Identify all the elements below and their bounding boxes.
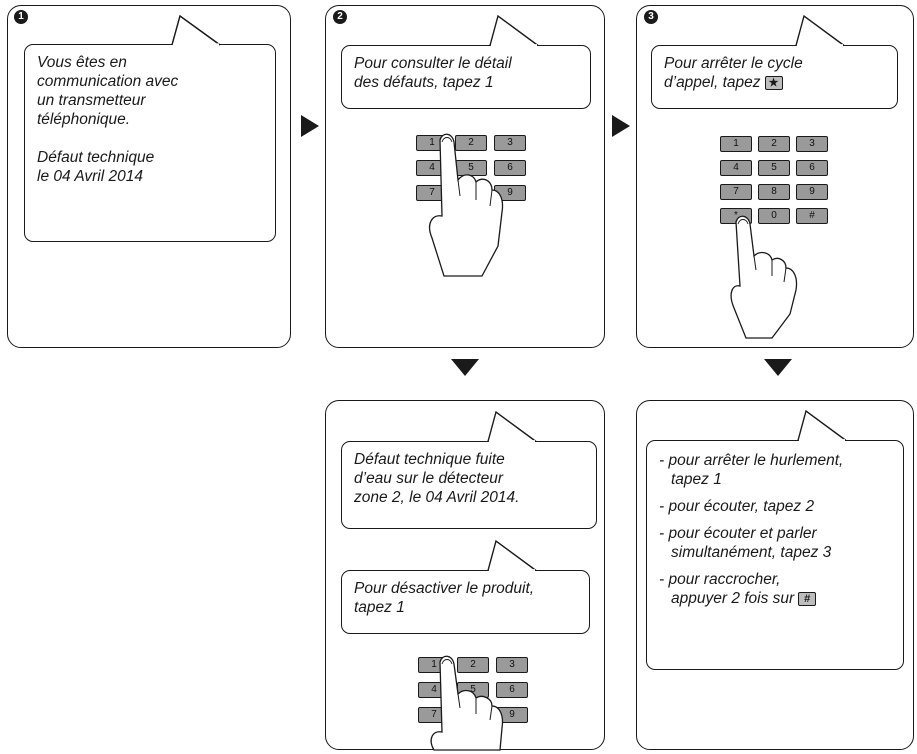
keypad-key[interactable]: 1: [720, 136, 752, 152]
pointing-hand-icon: [428, 133, 504, 277]
spacer: [659, 516, 891, 524]
hash-key-icon: #: [798, 591, 817, 606]
keypad-key[interactable]: 9: [496, 707, 528, 723]
spacer: [659, 562, 891, 570]
keypad-key[interactable]: 6: [496, 682, 528, 698]
bubble-line: des défauts, tapez 1: [354, 74, 494, 91]
pointing-hand-icon: [430, 655, 504, 751]
keypad-key[interactable]: 8: [758, 184, 790, 200]
bubble-line: Vous êtes en: [37, 54, 127, 71]
option-line-text: appuyer 2 fois sur: [671, 590, 795, 607]
bubble-line: Pour désactiver le produit,: [354, 580, 535, 597]
bubble-line: d’appel, tapez★: [664, 73, 885, 92]
keypad-key[interactable]: 7: [416, 185, 448, 201]
keypad-key[interactable]: 2: [758, 136, 790, 152]
keypad-key[interactable]: 6: [796, 160, 828, 176]
bubble-2-tail: [489, 14, 539, 47]
arrow-right-icon: [612, 115, 630, 137]
bubble-line: communication avec: [37, 73, 179, 90]
step-2-bubble: Pour consulter le détail des défauts, ta…: [341, 45, 591, 109]
keypad-key[interactable]: 9: [796, 184, 828, 200]
option-line: - pour raccrocher,: [659, 571, 781, 588]
bubble-blank-line: [37, 129, 263, 148]
bubble-line: zone 2, le 04 Avril 2014.: [354, 489, 520, 506]
keypad-key[interactable]: 6: [494, 160, 526, 176]
bubble-line: Pour consulter le détail: [354, 55, 512, 72]
step-5-bubble: - pour arrêter le hurlement, tapez 1 - p…: [646, 440, 904, 670]
arrow-down-icon: [451, 359, 479, 376]
step-3-bubble: Pour arrêter le cycle d’appel, tapez★: [651, 45, 898, 109]
bubble-line: Défaut technique: [37, 149, 155, 166]
bubble-line: Pour arrêter le cycle: [664, 55, 803, 72]
bubble-4b-tail: [487, 539, 537, 572]
bubble-5-tail: [797, 409, 847, 442]
bubble-3-tail: [795, 14, 845, 47]
bubble-line: le 04 Avril 2014: [37, 168, 143, 185]
bubble-4a-tail: [487, 410, 537, 443]
keypad-key[interactable]: 0: [758, 208, 790, 224]
keypad-key[interactable]: 5: [758, 160, 790, 176]
option-line: - pour écouter et parler: [659, 525, 817, 542]
bubble-line: téléphonique.: [37, 111, 131, 128]
step-1-number: 1: [14, 10, 28, 24]
step-4-bubble-1: Défaut technique fuite d’eau sur le déte…: [341, 441, 597, 529]
star-key-icon: ★: [764, 75, 783, 90]
bubble-line: Défaut technique fuite: [354, 451, 505, 468]
bubble-line: d’eau sur le détecteur: [354, 470, 504, 487]
keypad-key[interactable]: 2: [457, 657, 489, 673]
keypad-key[interactable]: 3: [796, 136, 828, 152]
arrow-right-icon: [301, 115, 319, 137]
keypad-key[interactable]: 3: [494, 135, 526, 151]
option-line: appuyer 2 fois sur#: [659, 589, 891, 608]
step-1-bubble: Vous êtes en communication avec un trans…: [24, 44, 276, 242]
bubble-line: un transmetteur: [37, 92, 146, 109]
keypad-key[interactable]: #: [796, 208, 828, 224]
keypad-key[interactable]: 7: [720, 184, 752, 200]
spacer: [659, 489, 891, 497]
arrow-down-icon: [764, 359, 792, 376]
keypad-key[interactable]: 4: [720, 160, 752, 176]
option-line: tapez 1: [671, 471, 722, 488]
step-3-number: 3: [644, 10, 658, 24]
bubble-line: tapez 1: [354, 599, 405, 616]
keypad-key[interactable]: 3: [496, 657, 528, 673]
bubble-1-tail-join: [171, 14, 221, 46]
keypad-key[interactable]: 2: [455, 135, 487, 151]
step-2-number: 2: [333, 10, 347, 24]
option-line: simultanément, tapez 3: [671, 544, 832, 561]
pointing-hand-icon: [730, 215, 798, 339]
bubble-line-text: d’appel, tapez: [664, 74, 761, 91]
option-line: - pour écouter, tapez 2: [659, 498, 815, 515]
option-line: - pour arrêter le hurlement,: [659, 452, 844, 469]
step-4-bubble-2: Pour désactiver le produit, tapez 1: [341, 570, 590, 634]
keypad-key[interactable]: 9: [494, 185, 526, 201]
